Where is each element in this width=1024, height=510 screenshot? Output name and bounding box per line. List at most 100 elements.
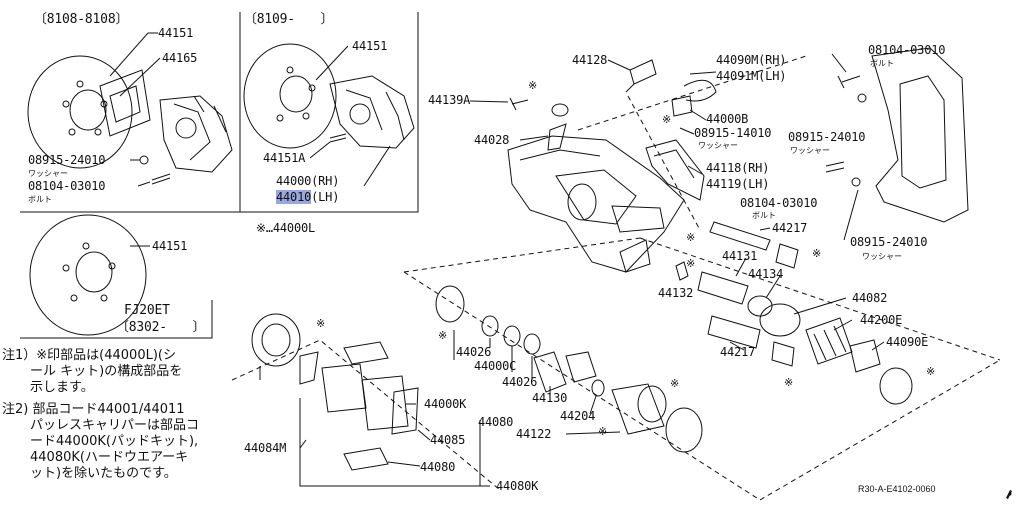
label-44090e: 44090E — [886, 335, 929, 349]
label-44204: 44204 — [560, 409, 596, 423]
label-bolt-top: ボルト — [870, 59, 894, 68]
label-44000b: 44000B — [706, 112, 749, 126]
caliper-bracket — [871, 47, 969, 223]
bolt-top — [837, 75, 861, 89]
bleeder-screw — [625, 59, 657, 93]
bolt-mid — [825, 161, 845, 173]
label-44139a: 44139A — [428, 93, 471, 107]
reference-code: R30-A-E4102-0060 — [858, 484, 936, 494]
label-08915-14010: 08915-14010 — [694, 126, 772, 140]
label-44026-a: 44026 — [456, 345, 492, 359]
pin-44131 — [697, 271, 749, 305]
label-44090m: 44090M(RH) — [716, 53, 787, 67]
washer-top — [857, 93, 867, 103]
highlight-44010: 44010 — [276, 190, 312, 204]
label-44122: 44122 — [516, 427, 552, 441]
pin-44217-b — [707, 315, 761, 349]
label-08104-03010-p1: 08104-03010 — [28, 179, 106, 193]
adjuster-44130 — [533, 351, 567, 393]
note2-line5: ット)を除いたものです。 — [30, 466, 177, 481]
label-44151-p1: 44151 — [158, 26, 194, 40]
label-44131: 44131 — [722, 249, 758, 263]
label-bolt-p1: ボルト — [28, 195, 52, 204]
asterisk-marker: ※ — [598, 425, 608, 438]
backing-plate-1 — [27, 55, 133, 169]
asterisk-marker: ※ — [926, 365, 936, 378]
pad-outer — [361, 375, 409, 431]
clip-44080-top — [343, 341, 389, 365]
boot-b — [771, 341, 795, 367]
note1-line1: 注1）※印部品は(44000L)(シ — [2, 348, 176, 363]
seal-44000c — [503, 325, 521, 347]
label-08104-mid: 08104-03010 — [740, 196, 818, 210]
label-44119: 44119(LH) — [706, 177, 770, 191]
snap-ring-44082-a — [759, 303, 801, 337]
bolt-2 — [329, 133, 347, 143]
label-44165: 44165 — [162, 51, 198, 65]
label-44118: 44118(RH) — [706, 161, 770, 175]
label-08915-24010-bot: 08915-24010 — [850, 235, 928, 249]
label-44084m: 44084M — [244, 441, 287, 455]
note2-line2: パッレスキャリパーは部品コ — [30, 418, 200, 433]
asterisk-marker: ※ — [670, 377, 680, 390]
label-44134: 44134 — [748, 267, 784, 281]
note1-line2: ール キット)の構成部品を — [30, 364, 183, 379]
pad-spring — [671, 79, 717, 117]
shim-44085 — [391, 387, 419, 435]
note2-line3: ード44000K(パッドキット), — [30, 434, 199, 449]
panel2-title: 〔8109- 〕 — [244, 12, 334, 27]
label-44028: 44028 — [474, 133, 510, 147]
label-44151a: 44151A — [263, 151, 306, 165]
panel-border — [20, 12, 419, 213]
shim-44084m — [299, 351, 319, 385]
piston-44122 — [611, 383, 667, 435]
label-44085: 44085 — [430, 433, 466, 447]
label-44132: 44132 — [658, 286, 694, 300]
bushing-44132 — [675, 261, 689, 281]
label-44080k: 44080K — [496, 479, 539, 493]
boot-a — [775, 243, 799, 269]
asterisk-marker: ※ — [686, 231, 696, 244]
asterisk-marker: ※ — [528, 79, 538, 92]
backing-plate-2 — [243, 43, 337, 149]
pad-inner — [321, 363, 367, 413]
label-44080-b: 44080 — [420, 460, 456, 474]
label-08915-24010-top: 08915-24010 — [788, 130, 866, 144]
pin-44217-a — [709, 221, 771, 251]
asterisk-marker: ※ — [686, 257, 696, 270]
pin-boot-44134 — [747, 295, 773, 317]
bolt-44139a — [509, 97, 529, 111]
cap-44028 — [547, 103, 569, 151]
caliper-assembly-1 — [159, 95, 233, 173]
backing-plate-3 — [29, 214, 147, 336]
label-44130: 44130 — [532, 391, 568, 405]
label-bolt-mid: ボルト — [752, 211, 776, 220]
asterisk-marker: ※ — [812, 247, 822, 260]
label-44082: 44082 — [852, 291, 888, 305]
caliper-body — [507, 135, 685, 273]
dust-seal — [251, 313, 301, 367]
label-44000c: 44000C — [474, 359, 517, 373]
washer-bot — [851, 177, 861, 187]
washer-1 — [139, 155, 149, 165]
label-44080-a: 44080 — [478, 415, 514, 429]
label-washer-bot: ワッシャー — [862, 252, 902, 261]
label-44000k: 44000K — [424, 397, 467, 411]
seal-44026-big — [435, 285, 465, 323]
label-08915-24010-p1: 08915-24010 — [28, 153, 106, 167]
label-44091m: 44091M(LH) — [716, 69, 787, 83]
label-44128: 44128 — [572, 53, 608, 67]
label-44000-rh: 44000(RH) — [276, 174, 340, 188]
label-44217-a: 44217 — [772, 221, 808, 235]
label-44026-b: 44026 — [502, 375, 538, 389]
model-fj20et: FJ20ET — [124, 303, 170, 318]
note2-line1: 注2) 部品コード44001/44011 — [2, 402, 185, 417]
asterisk-marker: ※ — [316, 317, 326, 330]
asterisk-marker: ※ — [438, 329, 448, 342]
boot-44200e — [805, 317, 853, 365]
spindle-44204 — [565, 351, 597, 383]
snap-ring-44082-b — [879, 367, 913, 405]
panel2-note: ※…44000L — [256, 221, 316, 235]
label-44010-lh: 44010(LH) — [276, 190, 340, 204]
